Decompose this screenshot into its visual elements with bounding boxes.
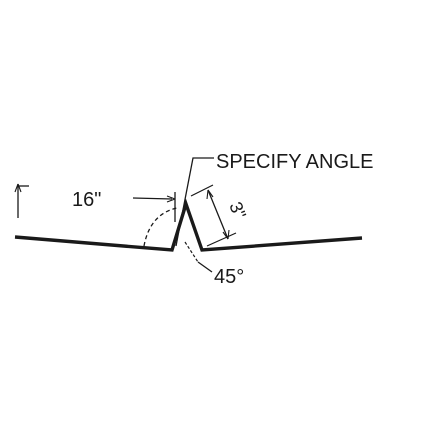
rib-height-ext-top [190,184,214,197]
rib-height-label: 3" [225,199,250,222]
rib-height-dimension-line [207,189,229,240]
length-dimension-label: 16" [72,189,101,211]
specify-angle-label: SPECIFY ANGLE [216,151,373,173]
dimension-left-arrow [14,183,22,193]
angle-label: 45° [214,266,244,288]
dimension-right-arrow [166,195,176,203]
panel-profile-line [14,198,363,252]
rib-height-arrows [206,189,230,240]
angle-dashed-ext [184,241,199,263]
angle-leader [197,261,213,273]
dimension-right-leader [132,197,173,200]
dashed-angle-arc [143,207,178,247]
specify-angle-leader [175,157,214,247]
rib-height-ext-bottom [206,232,237,247]
